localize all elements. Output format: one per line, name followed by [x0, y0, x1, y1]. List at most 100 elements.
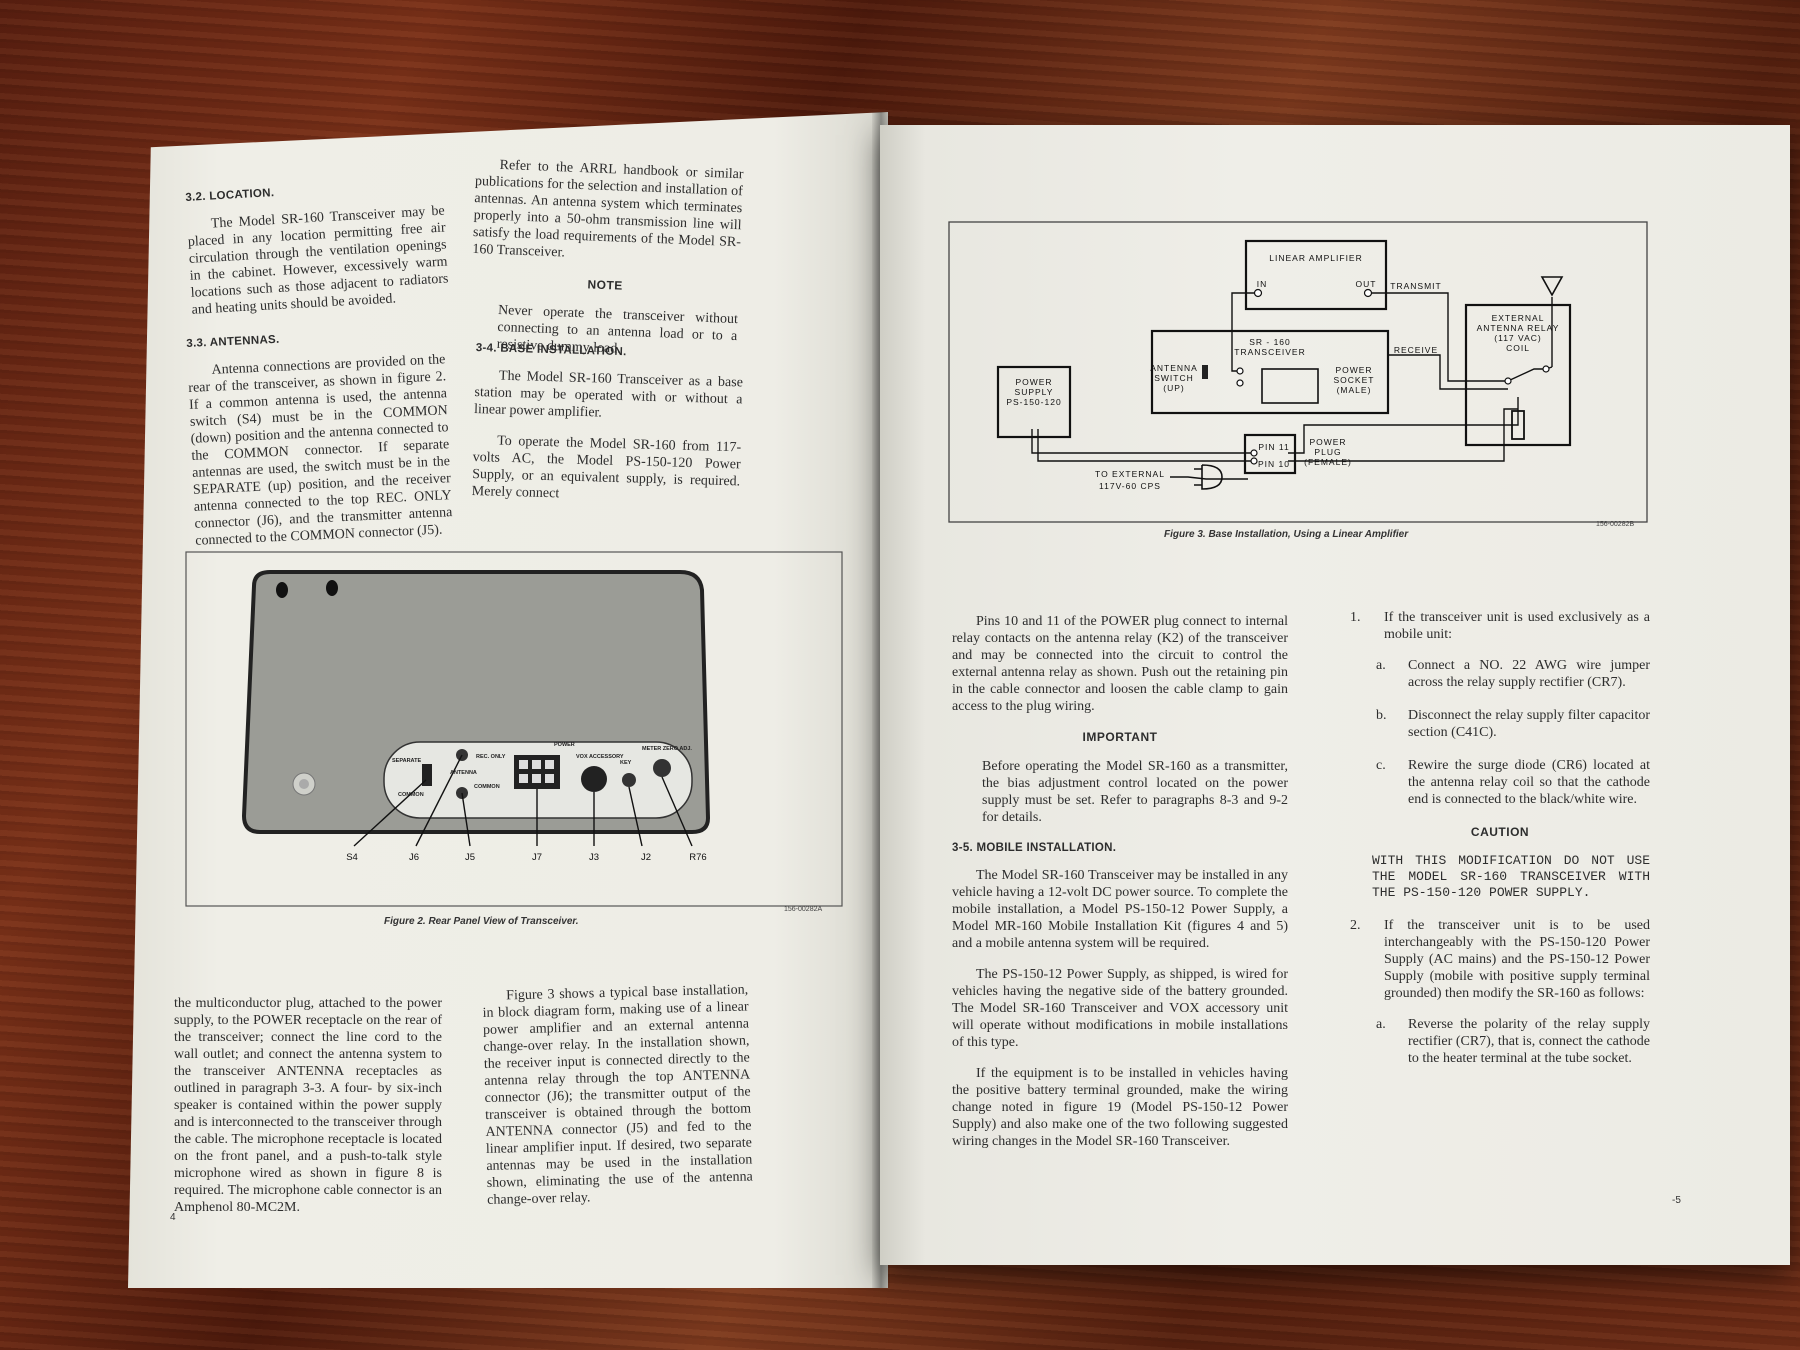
external-power-label-1: TO EXTERNAL [1095, 469, 1165, 479]
note-heading: NOTE [587, 277, 624, 293]
power-plug-label-2: PLUG [1314, 447, 1341, 457]
transceiver-label-2: TRANSCEIVER [1234, 347, 1305, 357]
section-3-5-p2: The PS-150-12 Power Supply, as shipped, … [952, 967, 1288, 1050]
power-socket-label-1: POWER [1335, 365, 1372, 375]
relay-label-1: EXTERNAL [1492, 313, 1545, 323]
caution-heading: CAUTION [1470, 825, 1530, 839]
caution-body: WITH THIS MODIFICATION DO NOT USE THE MO… [1372, 853, 1650, 900]
in-label: IN [1257, 279, 1268, 289]
item-2-number: 2. [1350, 918, 1361, 933]
right-page-number: -5 [1672, 1195, 1681, 1206]
section-3-2: 3.2. LOCATION. The Model SR-160 Transcei… [185, 176, 451, 333]
base-installation-diagram: LINEAR AMPLIFIER IN OUT TRANSMIT SR - 16… [948, 221, 1648, 523]
multiconductor-paragraph: the multiconductor plug, attached to the… [174, 996, 442, 1215]
item-1b-letter: b. [1376, 708, 1387, 723]
important-heading: IMPORTANT [1082, 730, 1158, 744]
left-bottom-col2: Figure 3 shows a typical base installati… [482, 982, 754, 1223]
callout-s4: S4 [346, 852, 358, 863]
relay-label-3: (117 VAC) [1494, 333, 1541, 343]
item-2-text: If the transceiver unit is to be used in… [1384, 918, 1650, 1001]
item-1a: a. Connect a NO. 22 AWG wire jumper acro… [1376, 657, 1650, 691]
transceiver-window [1261, 368, 1319, 404]
meter-zero-adj [653, 759, 671, 777]
section-3-5-heading: 3-5. MOBILE INSTALLATION. [952, 842, 1117, 854]
section-3-3: 3.3. ANTENNAS. Antenna connections are p… [186, 324, 454, 563]
ac-plug-icon [1194, 464, 1223, 490]
separate-common-switch [422, 764, 432, 786]
callout-j7: J7 [532, 852, 542, 863]
list-item-1: 1. If the transceiver unit is used exclu… [1350, 609, 1650, 643]
section-3-4-p1: The Model SR-160 Transceiver as a base s… [473, 368, 744, 421]
figure-3-caption: Figure 3. Base Installation, Using a Lin… [1164, 529, 1409, 540]
antenna-switch-label-2: SWITCH [1154, 373, 1194, 383]
power-plug-box [1243, 433, 1297, 475]
figure-3-code: 156-00282B [1596, 521, 1635, 528]
section-3-5-p1: The Model SR-160 Transceiver may be inst… [952, 868, 1288, 951]
item-2a-text: Reverse the polarity of the relay supply… [1408, 1017, 1650, 1066]
pins-paragraph: Pins 10 and 11 of the POWER plug connect… [952, 614, 1288, 714]
external-power-label-2: 117V-60 CPS [1099, 481, 1161, 491]
left-page-number: 4 [170, 1212, 176, 1223]
rear-panel-drawing: SEPARATE COMMON ANTENNA REC. ONLY COMMON… [185, 551, 843, 907]
item-1-text: If the transceiver unit is used exclusiv… [1384, 610, 1650, 642]
power-supply-label-3: PS-150-120 [1006, 397, 1061, 407]
item-1c: c. Rewire the surge diode (CR6) located … [1376, 757, 1650, 808]
item-1c-letter: c. [1376, 758, 1386, 773]
arrl-paragraph: Refer to the ARRL handbook or similar pu… [472, 157, 744, 261]
antenna-switch-label-1: ANTENNA [1150, 363, 1198, 373]
key-jack [622, 773, 636, 787]
transmit-label: TRANSMIT [1390, 281, 1441, 291]
power-supply-box [996, 365, 1072, 439]
power-supply-label-1: POWER [1015, 377, 1052, 387]
item-1b: b. Disconnect the relay supply filter ca… [1376, 707, 1650, 741]
label-key: KEY [620, 760, 632, 766]
figure-2: SEPARATE COMMON ANTENNA REC. ONLY COMMON… [184, 550, 844, 930]
pin-10-label: PIN 10 [1258, 459, 1290, 469]
item-1a-letter: a. [1376, 658, 1386, 673]
callout-r76: R76 [689, 852, 706, 863]
transceiver-label-1: SR - 160 [1249, 337, 1291, 347]
section-3-5-p3: If the equipment is to be installed in v… [952, 1066, 1288, 1149]
external-relay-box [1464, 303, 1572, 447]
section-3-2-heading: 3.2. LOCATION. [185, 187, 275, 204]
left-bottom-col1: the multiconductor plug, attached to the… [174, 995, 442, 1230]
linear-amp-label: LINEAR AMPLIFIER [1269, 253, 1362, 263]
label-antenna: ANTENNA [450, 770, 477, 776]
receive-label: RECEIVE [1394, 345, 1438, 355]
figure-3-description: Figure 3 shows a typical base installati… [482, 982, 753, 1208]
figure-3: LINEAR AMPLIFIER IN OUT TRANSMIT SR - 16… [948, 221, 1648, 573]
item-2a: a. Reverse the polarity of the relay sup… [1376, 1016, 1650, 1067]
linear-amplifier-box [1244, 239, 1388, 311]
out-label: OUT [1356, 279, 1377, 289]
right-column-1: Pins 10 and 11 of the POWER plug connect… [952, 613, 1288, 1164]
item-2a-letter: a. [1376, 1017, 1386, 1032]
foot-right-icon [326, 580, 338, 596]
power-plug-label-1: POWER [1309, 437, 1346, 447]
pin-11-label: PIN 11 [1258, 442, 1289, 452]
relay-label-2: ANTENNA RELAY [1477, 323, 1560, 333]
relay-coil-icon [1511, 410, 1525, 440]
callout-j2: J2 [641, 852, 651, 863]
right-page: LINEAR AMPLIFIER IN OUT TRANSMIT SR - 16… [880, 125, 1790, 1265]
callout-j5: J5 [465, 852, 475, 863]
list-item-2: 2. If the transceiver unit is to be used… [1350, 917, 1650, 1002]
right-column-2: 1. If the transceiver unit is used exclu… [1350, 609, 1650, 1083]
callout-j3: J3 [589, 852, 599, 863]
label-power: POWER [554, 742, 575, 748]
power-socket-label-3: (MALE) [1337, 385, 1372, 395]
label-separate: SEPARATE [392, 758, 421, 764]
antenna-icon [1540, 276, 1564, 297]
label-rec-only: REC. ONLY [476, 754, 506, 760]
power-supply-label-2: SUPPLY [1015, 387, 1054, 397]
figure-2-caption: Figure 2. Rear Panel View of Transceiver… [384, 916, 579, 927]
label-meter: METER ZERO ADJ. [642, 746, 692, 752]
section-3-3-body: Antenna connections are provided on the … [188, 352, 453, 549]
left-page: 3.2. LOCATION. The Model SR-160 Transcei… [128, 112, 888, 1288]
power-plug-label-3: (FEMALE) [1304, 457, 1352, 467]
vox-socket [581, 766, 607, 792]
antenna-switch-icon [1202, 365, 1208, 379]
label-common-switch: COMMON [398, 792, 424, 798]
figure-2-code: 156-00282A [784, 906, 823, 913]
relay-label-4: COIL [1506, 343, 1530, 353]
item-1b-text: Disconnect the relay supply filter capac… [1408, 708, 1650, 740]
